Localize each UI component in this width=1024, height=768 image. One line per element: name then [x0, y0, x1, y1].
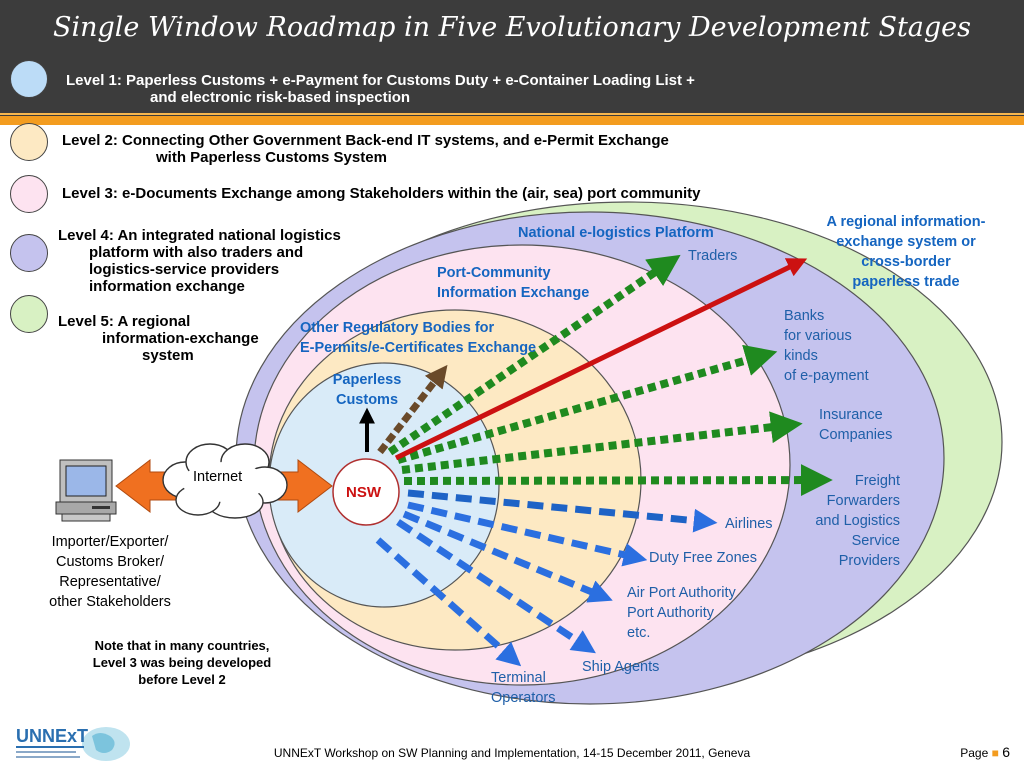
- importer-line2: Customs Broker/: [56, 554, 164, 570]
- airport-line3: etc.: [627, 625, 651, 641]
- level-5-line3: system: [142, 347, 194, 364]
- arrow-to-traders: [387, 254, 681, 456]
- national-platform-label: National e-logistics Platform: [518, 225, 714, 241]
- airport-line2: Port Authority: [627, 605, 715, 621]
- insurance-line2: Companies: [819, 427, 893, 443]
- note-line2: Level 3 was being developed: [92, 655, 272, 670]
- level-1-line1: Level 1: Paperless Customs + e-Payment f…: [66, 72, 695, 89]
- paperless-customs-line2: Customs: [335, 392, 399, 408]
- level-5-line1: Level 5: A regional: [58, 313, 191, 330]
- freight-line3: and Logistics: [815, 513, 900, 529]
- importer-line1: Importer/Exporter/: [51, 534, 169, 550]
- paperless-customs-label: Paperless Customs: [327, 370, 407, 410]
- arrow-to-regulatory: [377, 364, 448, 455]
- note-line3: before Level 2: [138, 672, 226, 687]
- level-4-line3: logistics-service providers: [89, 261, 280, 278]
- level-2-line2: with Paperless Customs System: [156, 149, 387, 166]
- level-4-line2: platform with also traders and: [89, 244, 304, 261]
- page-num: 6: [1002, 744, 1010, 760]
- level-1-line2: and electronic risk-based inspection: [150, 89, 411, 106]
- level-4-line4: information exchange: [89, 278, 245, 295]
- arrow-to-banks: [396, 344, 778, 464]
- regional-label-line2: exchange system or: [836, 234, 976, 250]
- header-accent-bar: [0, 116, 1024, 125]
- traders-label: Traders: [688, 248, 738, 264]
- regulatory-bodies-line1: Other Regulatory Bodies for: [300, 320, 495, 336]
- footer-text: UNNExT Workshop on SW Planning and Imple…: [273, 746, 751, 760]
- note-text: Note that in many countries, Level 3 was…: [62, 637, 302, 688]
- note-line1: Note that in many countries,: [94, 638, 270, 653]
- freight-line4: Service: [851, 533, 900, 549]
- page-title: Single Window Roadmap in Five Evolutiona…: [52, 12, 972, 43]
- level-1-dot: [10, 60, 48, 98]
- regional-label-line4: paperless trade: [852, 274, 960, 290]
- freight-line1: Freight: [854, 473, 900, 489]
- banks-label: Banks for various kinds of e-payment: [784, 306, 869, 386]
- logo-wordmark: UNNExT: [16, 726, 88, 746]
- regional-label: A regional information- exchange system …: [796, 212, 1016, 292]
- computer-icon: [55, 459, 117, 522]
- paperless-customs-line1: Paperless: [332, 372, 402, 388]
- port-community-line1: Port-Community: [437, 265, 551, 281]
- regional-label-line3: cross-border: [861, 254, 951, 270]
- level-4-dot: [10, 234, 48, 272]
- regional-label-line1: A regional information-: [826, 214, 986, 230]
- airlines-label: Airlines: [725, 516, 773, 532]
- freight-line5: Providers: [838, 553, 900, 569]
- level-2-text: Level 2: Connecting Other Government Bac…: [62, 132, 669, 166]
- level-2-dot: [10, 123, 48, 161]
- banks-line1: Banks: [784, 308, 825, 324]
- importer-label: Importer/Exporter/ Customs Broker/ Repre…: [20, 532, 200, 612]
- insurance-label: Insurance Companies: [819, 405, 892, 445]
- port-community-label: Port-Community Information Exchange: [437, 263, 589, 303]
- banks-line3: kinds: [784, 348, 818, 364]
- level-5-line2: information-exchange: [102, 330, 259, 347]
- arrow-to-airport: [402, 510, 613, 603]
- freight-label: Freight Forwarders and Logistics Service…: [790, 471, 900, 571]
- level-4-text: Level 4: An integrated national logistic…: [58, 227, 341, 295]
- insurance-line1: Insurance: [819, 407, 883, 423]
- terminal-line2: Operators: [491, 690, 556, 706]
- header-bar: [0, 0, 1024, 116]
- level-2-line1: Level 2: Connecting Other Government Bac…: [62, 132, 669, 149]
- terminal-line1: Terminal: [491, 670, 546, 686]
- level-1-text: Level 1: Paperless Customs + e-Payment f…: [66, 72, 695, 106]
- airport-line1: Air Port Authority: [627, 585, 736, 601]
- nsw-circle: [332, 458, 400, 526]
- banks-line2: for various: [784, 328, 852, 344]
- level-4-line1: Level 4: An integrated national logistic…: [58, 227, 341, 244]
- level-3-dot: [10, 175, 48, 213]
- banks-line4: of e-payment: [784, 368, 869, 384]
- freight-line2: Forwarders: [826, 493, 900, 509]
- level-5-text: Level 5: A regional information-exchange…: [58, 313, 259, 364]
- level-3-line1: Level 3: e-Documents Exchange among Stak…: [62, 185, 701, 202]
- page-label: Page: [960, 746, 989, 760]
- importer-line4: other Stakeholders: [49, 594, 171, 610]
- page-number: Page ■ 6: [960, 744, 1010, 760]
- level-5-dot: [10, 295, 48, 333]
- duty-free-label: Duty Free Zones: [649, 550, 757, 566]
- unnext-logo: UNNExT: [16, 726, 130, 761]
- page-bullet: ■: [991, 746, 999, 760]
- arrow-to-ship: [396, 519, 596, 654]
- ship-agents-label: Ship Agents: [582, 659, 660, 675]
- level-3-text: Level 3: e-Documents Exchange among Stak…: [62, 185, 700, 202]
- port-community-line2: Information Exchange: [437, 285, 590, 301]
- header-accent-thin: [0, 113, 1024, 115]
- arrow-to-duty-free: [407, 501, 648, 567]
- regulatory-bodies-line2: E-Permits/e-Certificates Exchange: [300, 340, 537, 356]
- arrow-regional: [394, 258, 808, 461]
- arrow-to-terminal: [375, 537, 522, 667]
- arrow-to-freight: [403, 464, 833, 497]
- arrow-to-insurance: [401, 411, 803, 474]
- nsw-label: NSW: [346, 484, 381, 501]
- airport-label: Air Port Authority Port Authority etc.: [627, 583, 736, 643]
- internet-label: Internet: [193, 469, 243, 485]
- regulatory-bodies-label: Other Regulatory Bodies for E-Permits/e-…: [300, 318, 536, 358]
- arrow-to-airlines: [407, 489, 718, 533]
- importer-line3: Representative/: [59, 574, 161, 590]
- terminal-label: Terminal Operators: [491, 668, 555, 708]
